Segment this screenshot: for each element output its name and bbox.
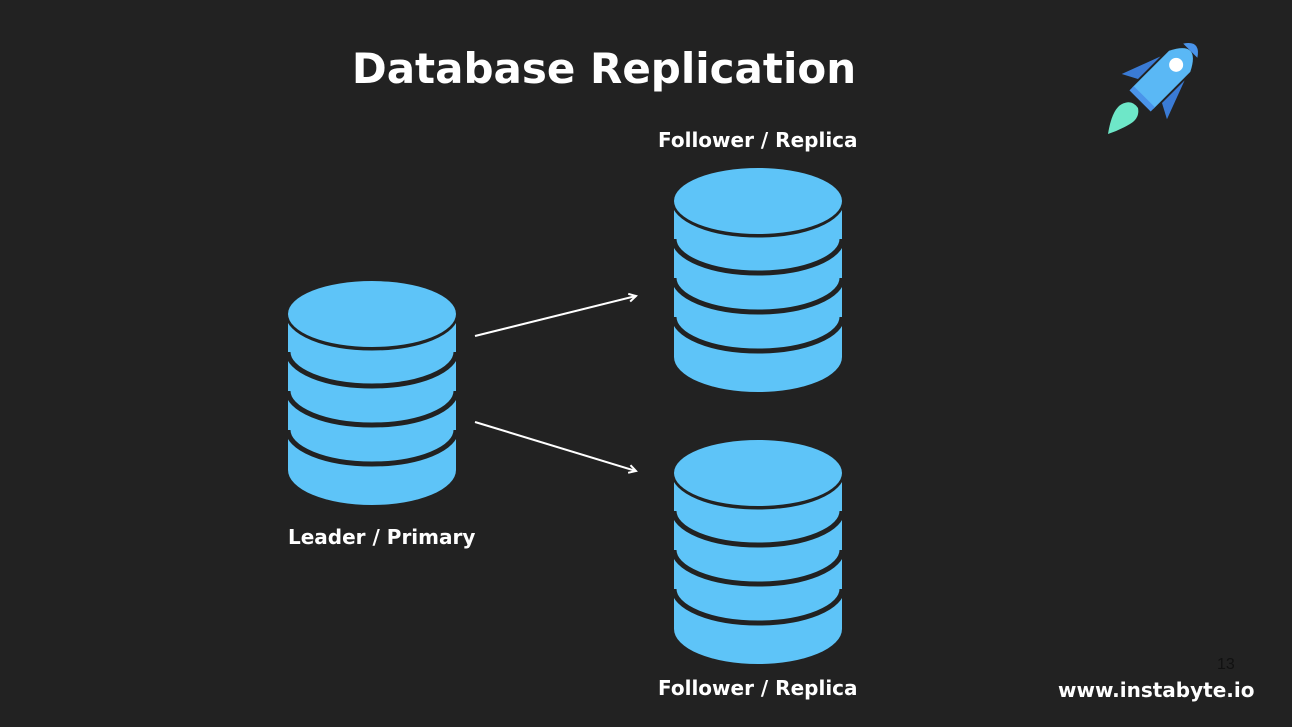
page-number: 13 xyxy=(1217,656,1235,673)
arrow-leader-to-follower-bottom xyxy=(474,421,636,471)
website-url: www.instabyte.io xyxy=(1058,678,1255,702)
database-icon xyxy=(674,440,842,664)
leader-label: Leader / Primary xyxy=(288,525,476,549)
slide-title: Database Replication xyxy=(351,44,857,93)
follower-bottom-label: Follower / Replica xyxy=(658,676,858,700)
rocket-icon xyxy=(1108,43,1198,134)
follower-top-database xyxy=(674,166,842,392)
database-icon xyxy=(674,168,842,392)
arrow-leader-to-follower-top xyxy=(474,296,636,337)
follower-bottom-database xyxy=(674,438,842,664)
leader-database xyxy=(288,279,456,505)
follower-top-label: Follower / Replica xyxy=(658,128,858,152)
database-icon xyxy=(288,281,456,505)
